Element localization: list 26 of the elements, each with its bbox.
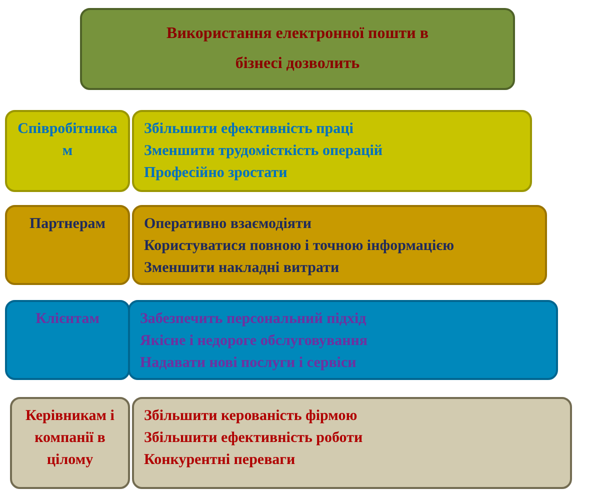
benefit-text: Професійно зростати xyxy=(144,164,288,183)
content-box xyxy=(132,110,532,192)
benefit-text: Конкурентні переваги xyxy=(144,451,296,470)
benefit-text: Зменшити накладні витрати xyxy=(144,259,340,278)
category-label: Партнерам xyxy=(28,215,107,234)
category-box xyxy=(5,110,130,192)
heading-text: Використання електронної пошти в бізнесі дозволить xyxy=(166,24,430,74)
category-box xyxy=(10,397,130,489)
benefit-text: Забезпечить персональний підхід xyxy=(140,310,368,329)
category-box xyxy=(5,300,130,380)
benefit-text: Зменшити трудомісткість операцій xyxy=(144,142,384,161)
category-label: Клієнтам xyxy=(34,310,100,329)
benefit-text: Якісне і недороге обслуговування xyxy=(140,332,369,351)
heading-box xyxy=(80,8,515,90)
category-box xyxy=(5,205,130,285)
benefit-text: Збільшити ефективність роботи xyxy=(144,429,364,448)
benefit-text: Збільшити ефективність праці xyxy=(144,120,354,139)
content-box xyxy=(132,205,547,285)
category-label: Керівникам і компанії в цілому xyxy=(24,407,116,470)
content-box xyxy=(132,397,572,489)
benefit-text: Користуватися повною і точною інформацією xyxy=(144,237,456,256)
category-label: Співробітникам xyxy=(17,120,118,161)
benefit-text: Оперативно взаємодіяти xyxy=(144,215,313,234)
benefit-text: Надавати нові послуги і сервіси xyxy=(140,354,358,373)
benefit-text: Збільшити керованість фірмою xyxy=(144,407,358,426)
content-box xyxy=(128,300,558,380)
